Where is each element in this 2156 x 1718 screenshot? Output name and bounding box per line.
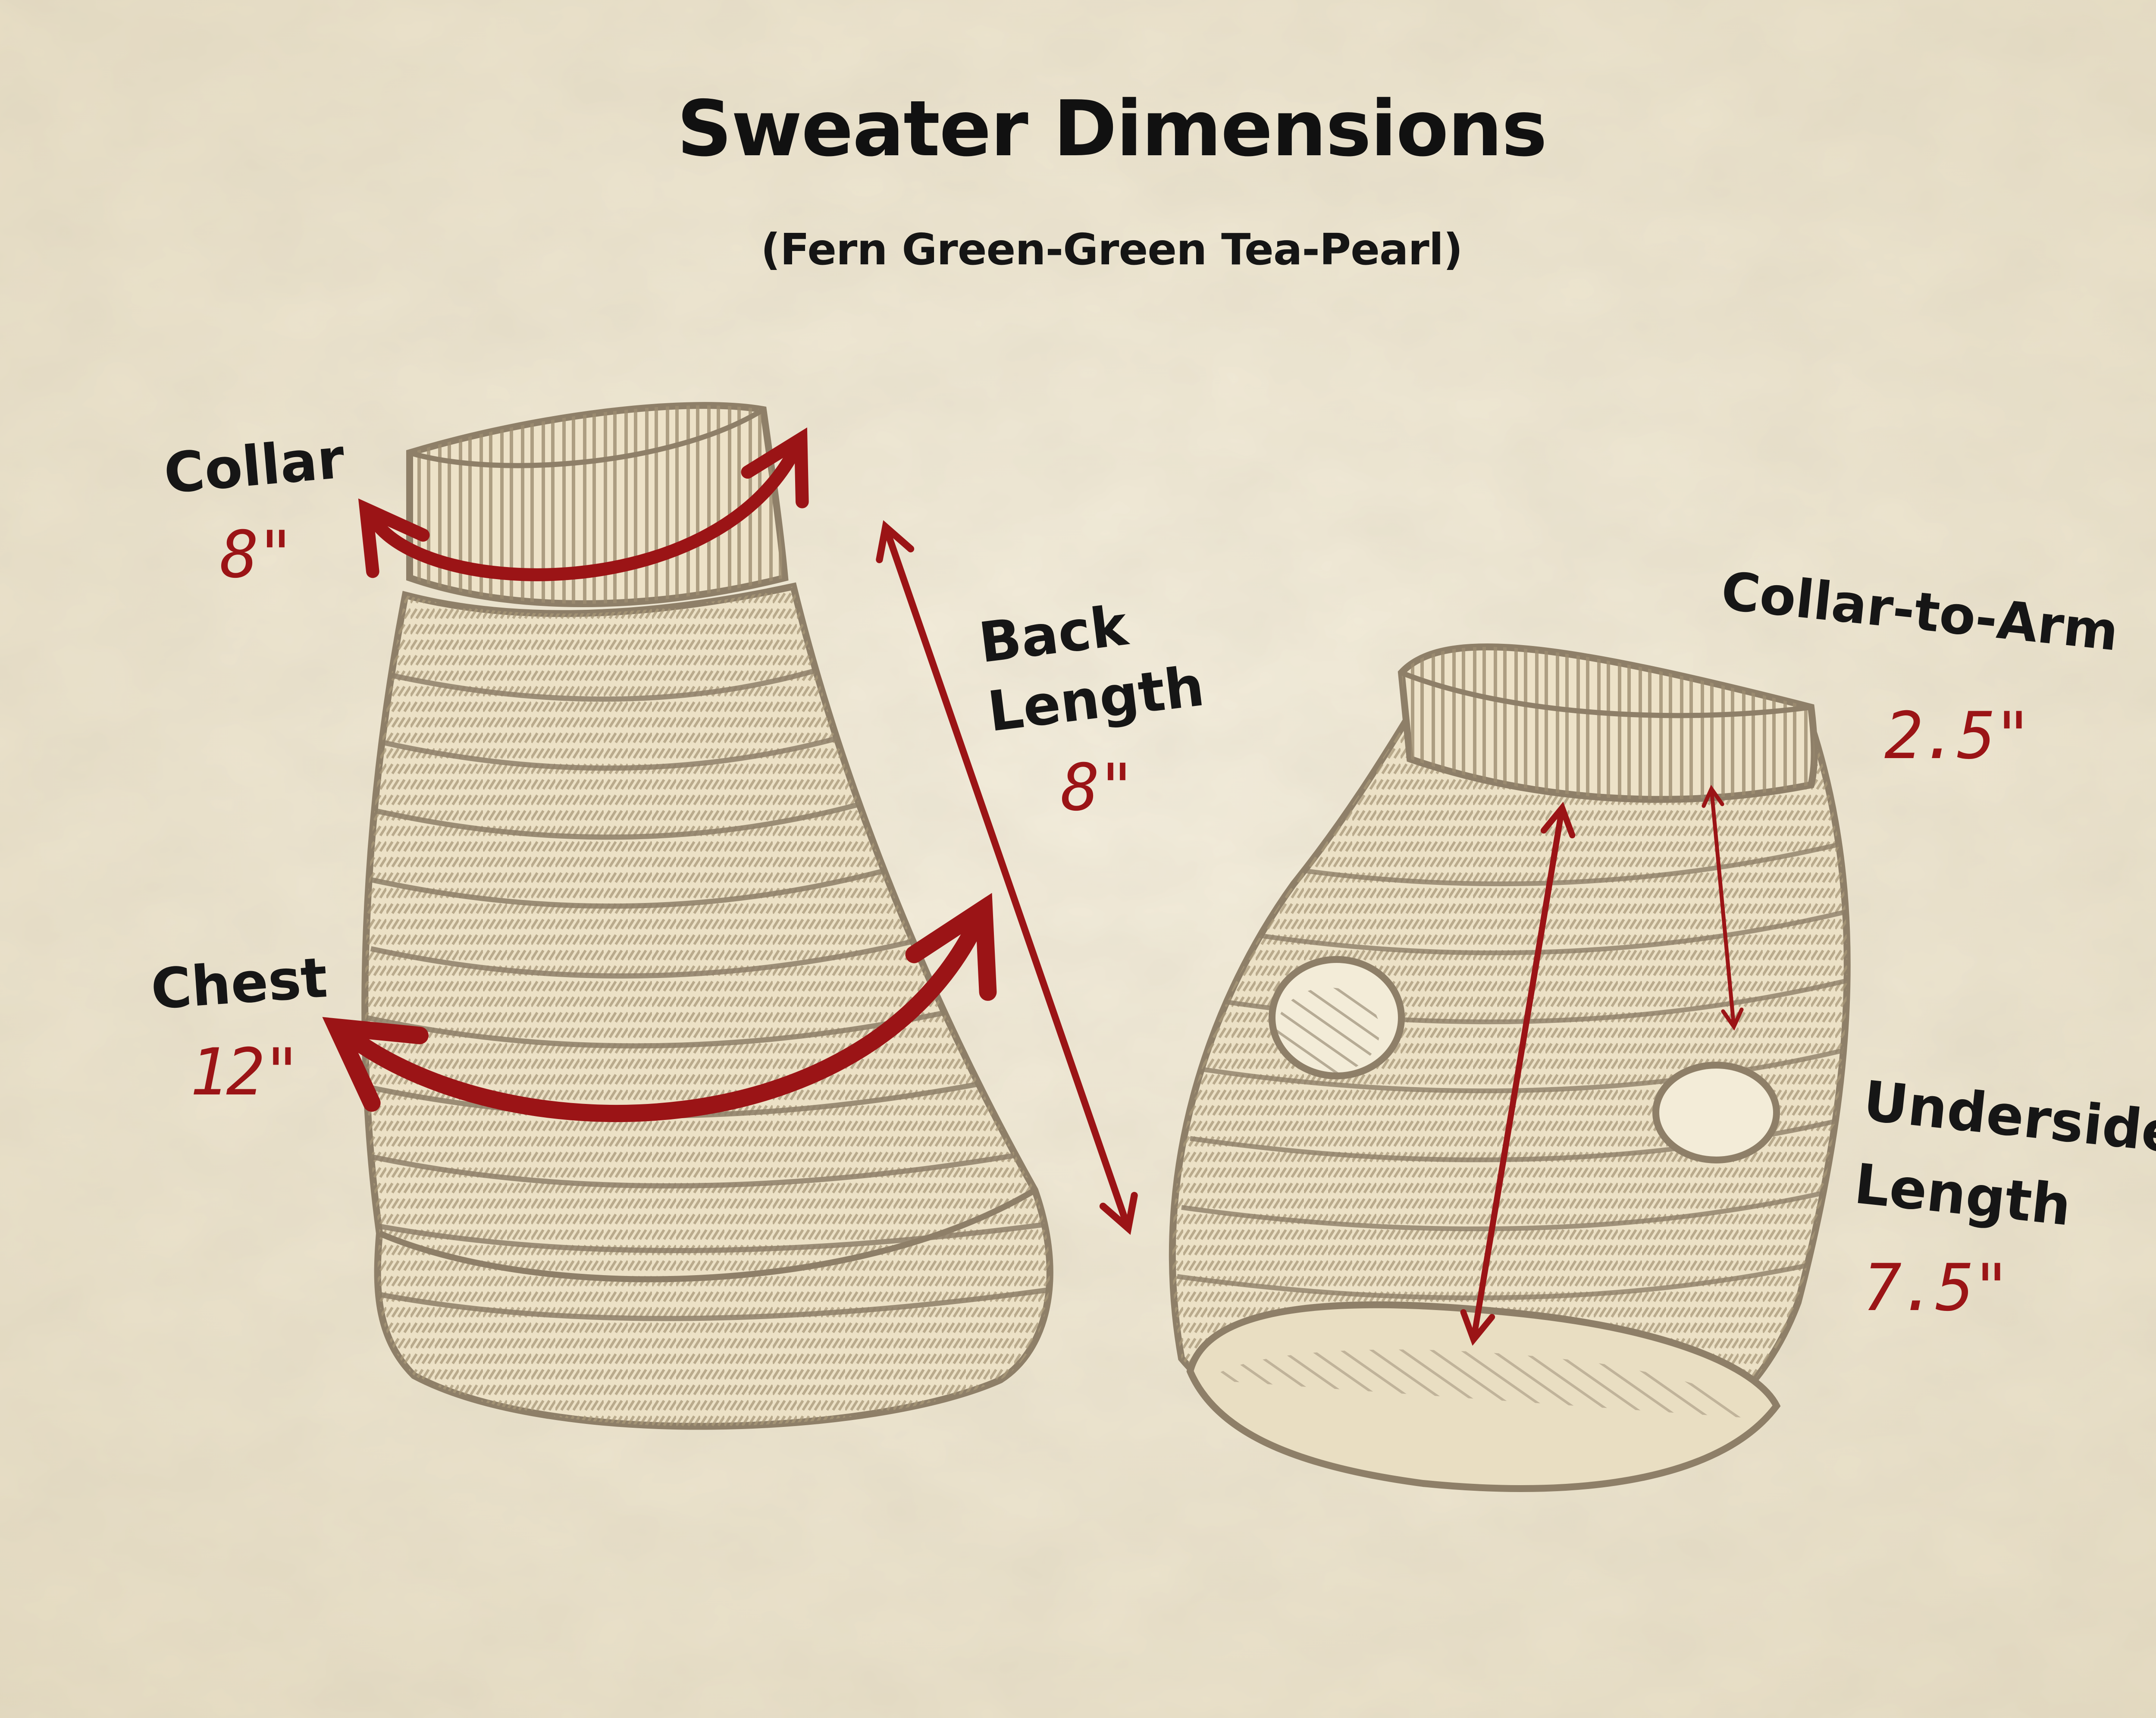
right-sweater-underside-view bbox=[1169, 643, 1851, 1492]
chest-value: 12" bbox=[190, 1035, 301, 1110]
collar-to-arm-arrow bbox=[1702, 785, 1744, 1031]
measurement-arrows bbox=[322, 427, 1744, 1346]
collar-value: 8" bbox=[220, 517, 295, 593]
chest-label: Chest bbox=[149, 945, 329, 1022]
right-leg-hole bbox=[1652, 1062, 1780, 1163]
collar-arrow bbox=[358, 427, 809, 581]
back-length-value: 8" bbox=[1061, 750, 1136, 825]
diagram-title: Sweater Dimensions bbox=[677, 84, 1548, 173]
back-length-arrow bbox=[876, 520, 1138, 1235]
underside-length-arrow bbox=[1460, 802, 1576, 1346]
underside-length-value: 7.5" bbox=[1863, 1251, 2011, 1326]
diagram-subtitle: (Fern Green-Green Tea-Pearl) bbox=[761, 224, 1463, 275]
collar-to-arm-value: 2.5" bbox=[1884, 699, 2032, 774]
